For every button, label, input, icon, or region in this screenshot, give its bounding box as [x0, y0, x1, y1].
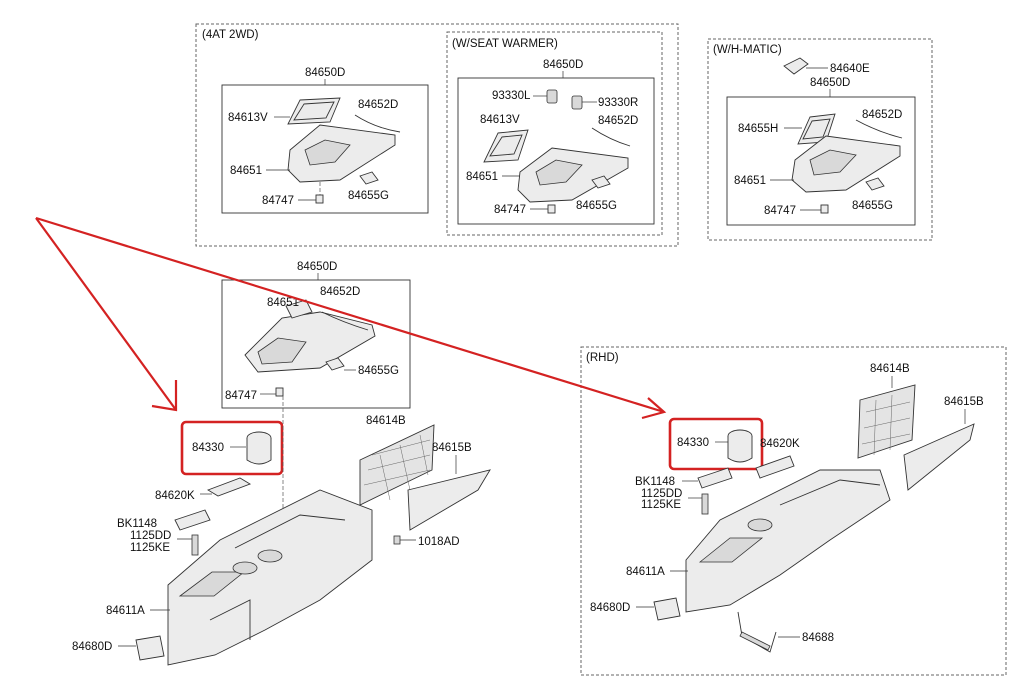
label-84611a: 84611A: [106, 605, 145, 617]
label-84652d: 84652D: [358, 99, 398, 111]
label-84652d-d: 84652D: [320, 286, 360, 298]
label-1018ad: 1018AD: [418, 536, 460, 548]
label-84330: 84330: [192, 442, 224, 454]
part-84615b-trim: [407, 469, 491, 531]
red-arrowhead-right: [641, 397, 667, 420]
label-1125ke: 1125KE: [130, 542, 170, 554]
label-84747-c: 84747: [764, 205, 796, 217]
label-84615b: 84615B: [432, 442, 472, 454]
group-title-rhd: (RHD): [586, 352, 619, 364]
group-title-h-matic: (W/H-MATIC): [713, 44, 782, 56]
red-arrows: [35, 216, 667, 420]
label-84615b-f: 84615B: [944, 396, 984, 408]
label-84747-d: 84747: [225, 390, 257, 402]
label-84652d-b: 84652D: [598, 115, 638, 127]
label-84650d: 84650D: [305, 67, 345, 79]
label-84613v-b: 84613V: [480, 114, 520, 126]
label-bk1148-f: BK1148: [635, 476, 675, 488]
group-title-4at-2wd: (4AT 2WD): [202, 29, 259, 41]
label-84614b-f: 84614B: [870, 363, 910, 375]
label-84655h: 84655H: [738, 123, 778, 135]
red-arrow-right: [35, 216, 665, 414]
label-84651-b: 84651: [466, 171, 498, 183]
label-84614b: 84614B: [366, 415, 406, 427]
label-84747: 84747: [262, 195, 294, 207]
highlight-box-84330: [180, 420, 284, 476]
label-84620k-f: 84620K: [760, 438, 800, 450]
label-93330r: 93330R: [598, 97, 638, 109]
red-arrowhead-left: [151, 380, 178, 412]
label-84611a-f: 84611A: [626, 566, 665, 578]
label-84650d-c: 84650D: [810, 77, 850, 89]
label-1125ke-f: 1125KE: [641, 499, 681, 511]
label-84330-f: 84330: [677, 437, 709, 449]
label-84613v: 84613V: [228, 112, 268, 124]
group-title-seat-warmer: (W/SEAT WARMER): [452, 38, 558, 50]
part-84614b-panel: [359, 424, 435, 506]
label-84680d-f: 84680D: [590, 602, 630, 614]
label-84688: 84688: [802, 632, 834, 644]
group-seat-warmer: (W/SEAT WARMER) 84650D 93330L 93330R 846…: [446, 31, 663, 236]
label-1125dd: 1125DD: [130, 530, 171, 542]
red-arrow-left: [35, 217, 177, 411]
label-84650d-b: 84650D: [543, 59, 583, 71]
label-84655g-c: 84655G: [852, 200, 893, 212]
part-main-console-body: [167, 489, 373, 666]
label-93330l: 93330L: [492, 90, 531, 102]
label-84747-b: 84747: [494, 204, 526, 216]
label-84651: 84651: [230, 165, 262, 177]
label-84652d-c: 84652D: [862, 109, 902, 121]
label-84620k: 84620K: [155, 490, 195, 502]
label-1125dd-f: 1125DD: [641, 488, 682, 500]
label-bk1148: BK1148: [117, 518, 157, 530]
label-84655g: 84655G: [348, 190, 389, 202]
label-84640e: 84640E: [830, 63, 870, 75]
group-4at-2wd: (4AT 2WD) 84650D 84613V 84651 84652D 847…: [195, 23, 679, 247]
label-84651-d: 84651: [267, 297, 299, 309]
label-84655g-d: 84655G: [358, 365, 399, 377]
label-84651-c: 84651: [734, 175, 766, 187]
label-84650d-d: 84650D: [297, 261, 337, 273]
group-rhd: (RHD) 84614B 84615B 84330 84620K BK1148 …: [580, 346, 1007, 676]
group-h-matic: (W/H-MATIC) 84640E 84650D 84655H 84651 8…: [707, 38, 933, 241]
label-84680d: 84680D: [72, 641, 112, 653]
group-main-upper: 84650D 84651 84652D 84655G 84747: [221, 261, 411, 409]
label-84655g-b: 84655G: [576, 200, 617, 212]
highlight-box-84330-rhd: [668, 417, 764, 471]
part-shift-bezel: [287, 97, 341, 125]
group-main-console: 84330 84620K BK1148 1125DD 1125KE 84611A…: [72, 396, 491, 666]
